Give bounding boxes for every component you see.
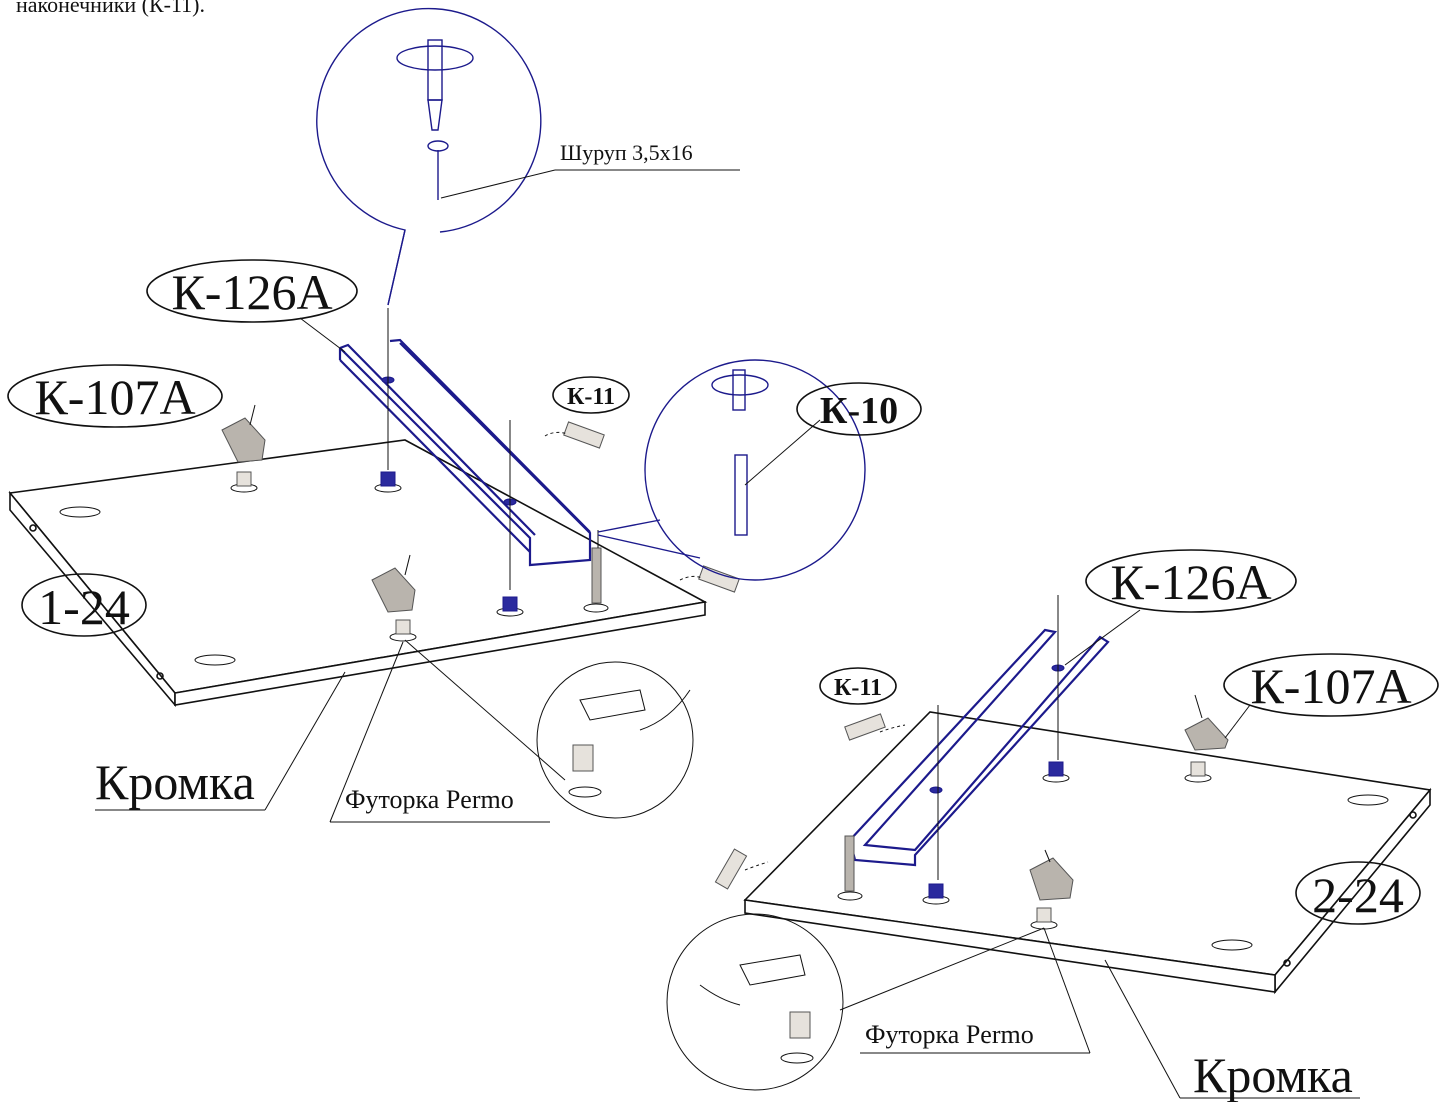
end-cap-right-2: [714, 848, 748, 890]
label-tip-right-group: К-11: [819, 667, 897, 705]
label-panel-left: 1-24: [38, 579, 130, 635]
label-cam-group: К-10: [796, 382, 922, 436]
dowel-left-1: [230, 471, 258, 493]
label-corner-left: К-107А: [34, 369, 195, 425]
rail-left: [338, 338, 592, 567]
label-corner-right-group: К-107А: [1223, 653, 1439, 739]
cam-bolt-left: [583, 547, 609, 613]
corner-bracket-left-2: [371, 567, 416, 613]
detail-circle-cam: [597, 359, 866, 581]
label-panel-right: 2-24: [1312, 867, 1404, 923]
detail-circle-screw: Шуруп 3,5х16: [316, 7, 740, 306]
instruction-text: наконечники (К-11).: [16, 0, 206, 17]
label-corner-left-group: К-107А: [7, 364, 223, 428]
label-dowel-left-group: Футорка Permo: [329, 641, 550, 823]
dowel-right-1: [1042, 761, 1070, 783]
label-rail-left: К-126А: [171, 264, 332, 320]
cam-bolt-right: [837, 835, 863, 901]
label-cam: К-10: [820, 390, 898, 432]
end-cap-left-2: [698, 565, 740, 593]
label-panel-right-group: 2-24: [1295, 861, 1421, 925]
label-tip-right: К-11: [834, 675, 882, 701]
panel-right: [743, 711, 1432, 995]
end-cap-right-1: [844, 713, 886, 741]
label-tip-left-group: К-11: [552, 376, 630, 414]
dowel-left-3: [496, 596, 524, 617]
end-cap-left-1: [563, 421, 605, 449]
dowel-left-2: [374, 471, 402, 493]
label-edge-right-group: Кромка: [1104, 959, 1360, 1102]
label-panel-left-group: 1-24: [21, 573, 147, 637]
fittings-right: [714, 595, 1229, 930]
label-tip-left: К-11: [567, 384, 615, 410]
label-edge-right: Кромка: [1193, 1047, 1353, 1102]
label-edge-left: Кромка: [95, 754, 255, 810]
fittings-left: [221, 308, 740, 642]
dowel-left-4: [389, 619, 417, 642]
detail-circle-hammer-right: [666, 913, 1045, 1091]
label-dowel-right: Футорка Permo: [865, 1020, 1034, 1049]
label-corner-right: К-107А: [1250, 658, 1411, 714]
dowel-right-2: [1184, 761, 1212, 783]
label-rail-right-group: К-126А: [1064, 549, 1297, 666]
label-dowel-left: Футорка Permo: [345, 785, 514, 814]
panel-left: [8, 439, 708, 708]
label-edge-left-group: Кромка: [95, 671, 346, 811]
corner-bracket-right-1: [1184, 717, 1229, 751]
label-dowel-right-group: Футорка Permo: [860, 927, 1091, 1054]
label-rail-left-group: К-126А: [146, 259, 358, 353]
label-rail-right: К-126А: [1110, 554, 1271, 610]
dowel-right-3: [922, 883, 950, 905]
label-screw: Шуруп 3,5х16: [560, 140, 693, 165]
corner-bracket-left-1: [221, 417, 266, 463]
detail-circle-hammer-left: [404, 639, 694, 819]
